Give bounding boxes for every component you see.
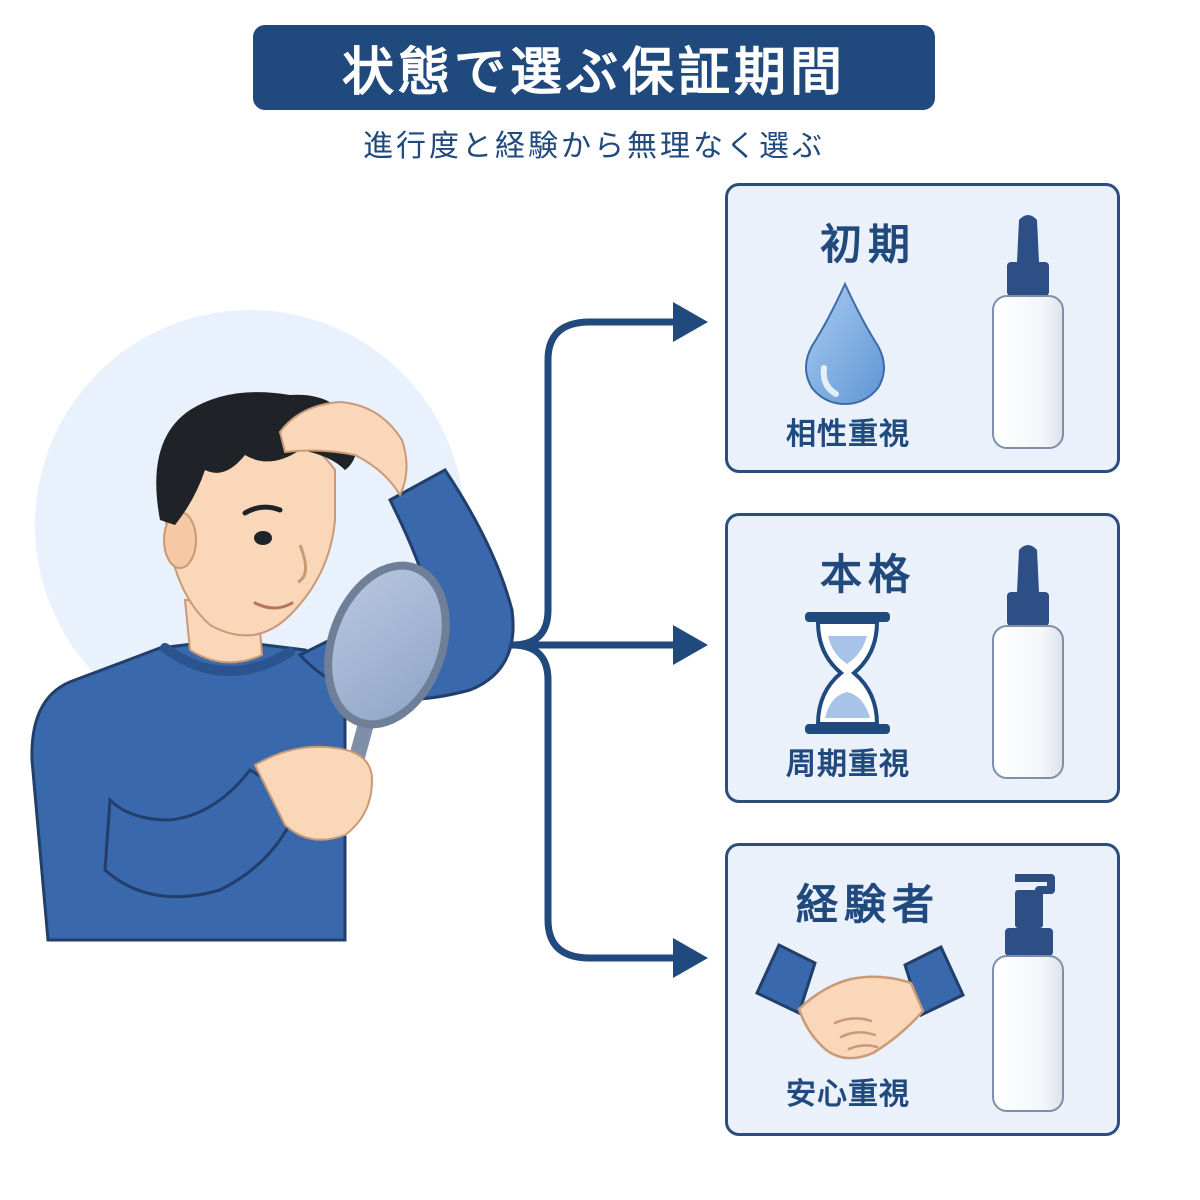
nose xyxy=(297,544,307,584)
option-caption: 安心重視 xyxy=(786,1077,910,1112)
option-caption: 相性重視 xyxy=(786,417,910,452)
water-drop-icon xyxy=(805,281,885,406)
shirt-collar xyxy=(160,643,295,676)
pump-bottle-icon xyxy=(992,874,1064,1112)
arrowhead-middle xyxy=(673,625,708,665)
option-card-experienced: 経験者 安心重視 xyxy=(725,843,1120,1136)
title-banner: 状態で選ぶ保証期間 xyxy=(253,25,935,110)
option-title: 本格 xyxy=(819,550,916,599)
option-card-early: 初期 相性重視 xyxy=(725,183,1120,473)
option-caption: 周期重視 xyxy=(786,747,910,782)
arrowhead-top xyxy=(673,302,708,342)
dropper-bottle-icon xyxy=(992,215,1064,449)
connector-bottom xyxy=(508,641,684,962)
hand-on-head xyxy=(278,400,408,498)
hourglass-icon xyxy=(805,612,890,734)
eye xyxy=(254,531,272,545)
eyebrow xyxy=(242,504,283,516)
arrowheads xyxy=(673,302,708,978)
mouth xyxy=(253,601,294,610)
arrowhead-bottom xyxy=(673,938,708,978)
dropper-bottle-icon xyxy=(992,545,1064,779)
option-title: 初期 xyxy=(819,220,916,269)
branch-connectors xyxy=(508,318,684,962)
hand-holding-mirror xyxy=(253,745,374,841)
connector-trunk xyxy=(508,318,684,649)
handshake-icon xyxy=(755,942,965,1060)
page-subtitle: 進行度と経験から無理なく選ぶ xyxy=(363,129,825,164)
page-title: 状態で選ぶ保証期間 xyxy=(341,43,846,103)
option-card-full: 本格 周期重視 xyxy=(725,513,1120,803)
option-title: 経験者 xyxy=(795,880,940,929)
person-illustration xyxy=(30,310,515,942)
